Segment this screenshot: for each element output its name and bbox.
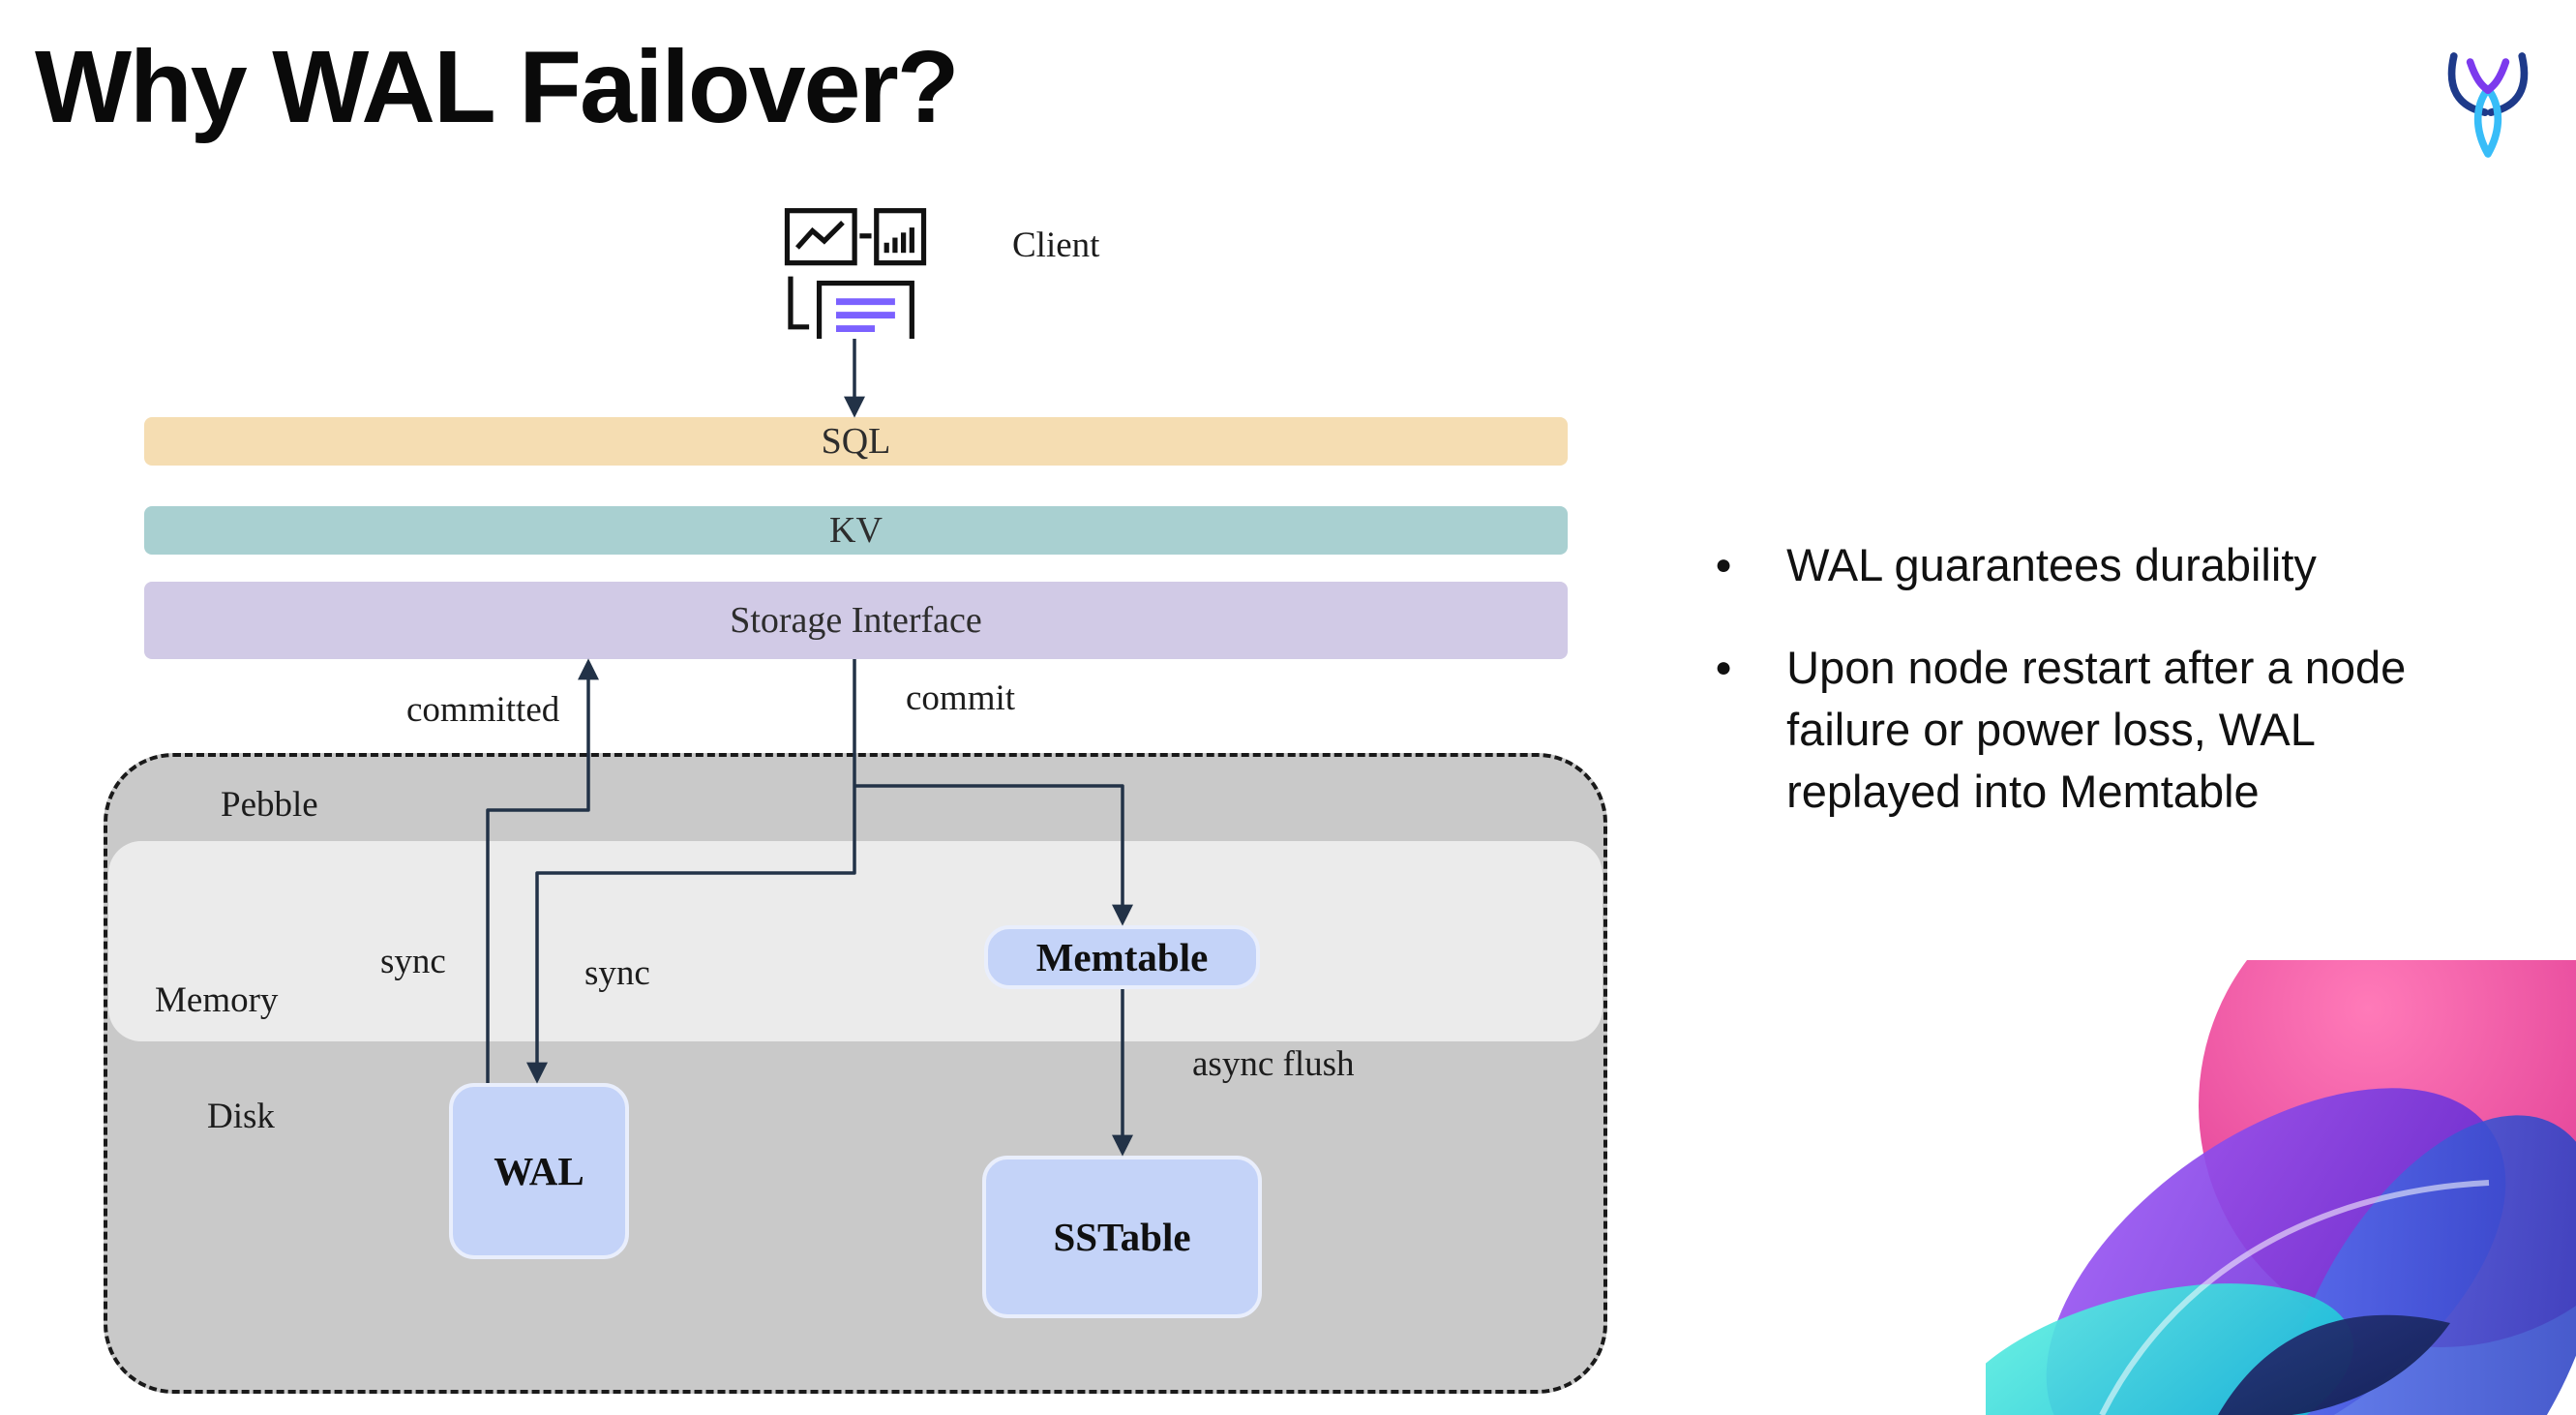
committed-arrow-label: committed: [406, 690, 560, 730]
bullet-list: ● WAL guarantees durability ● Upon node …: [1715, 534, 2566, 863]
bullet-item: ● Upon node restart after a node failure…: [1715, 637, 2566, 823]
layer-kv-label: KV: [829, 510, 883, 551]
commit-arrow-label: commit: [906, 678, 1016, 718]
memtable-box-label: Memtable: [1035, 935, 1209, 979]
bullet-dot: ●: [1715, 651, 1733, 683]
sync-right-arrow-label: sync: [584, 953, 650, 993]
bullet-text: Upon node restart after a node failure o…: [1786, 642, 2407, 817]
memtable-box: Memtable: [984, 925, 1260, 989]
sync-left-arrow-label: sync: [380, 942, 446, 981]
bullet-dot: ●: [1715, 549, 1733, 581]
memory-label: Memory: [155, 980, 279, 1020]
layer-kv: KV: [144, 506, 1568, 555]
pebble-label: Pebble: [221, 785, 318, 825]
client-icon: [784, 196, 927, 355]
decorative-corner-art: [1986, 960, 2576, 1415]
async-flush-arrow-label: async flush: [1192, 1044, 1355, 1084]
memory-band: [108, 841, 1603, 1041]
layer-storage-interface: Storage Interface: [144, 582, 1568, 659]
wal-box-label: WAL: [494, 1149, 584, 1193]
layer-sql: SQL: [144, 417, 1568, 466]
bullet-text: WAL guarantees durability: [1786, 539, 2317, 590]
bullet-item: ● WAL guarantees durability: [1715, 534, 2566, 596]
layer-storage-interface-label: Storage Interface: [730, 600, 982, 641]
client-label: Client: [1012, 226, 1100, 265]
sstable-box: SSTable: [982, 1156, 1262, 1318]
slide-title: Why WAL Failover?: [35, 30, 959, 144]
sstable-box-label: SSTable: [1053, 1215, 1191, 1259]
wal-box: WAL: [449, 1083, 629, 1259]
cockroachdb-logo-icon: [2447, 52, 2529, 158]
disk-label: Disk: [207, 1097, 275, 1136]
layer-sql-label: SQL: [821, 421, 891, 462]
